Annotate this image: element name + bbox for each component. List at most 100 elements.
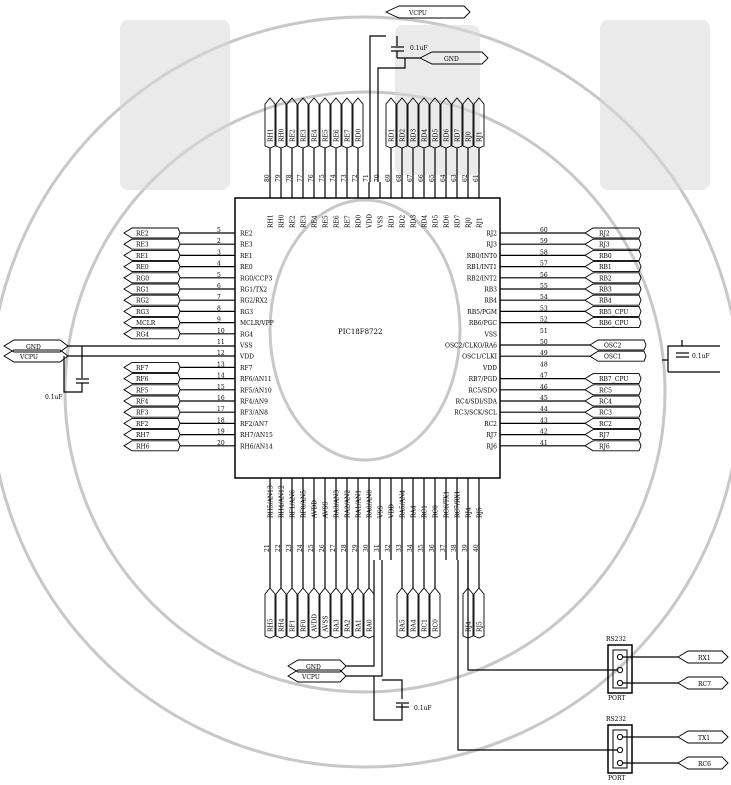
pin-top-64-tag-label: RD6 xyxy=(444,129,451,142)
pin-right-54-tag xyxy=(584,294,642,306)
pin-bottom-22-num: 22 xyxy=(275,544,282,552)
pin-right-54-name: RB4 xyxy=(484,298,497,305)
pin-top-79-tag xyxy=(275,97,287,149)
pin-bottom-39-num: 39 xyxy=(462,544,469,552)
pin-left-13-tag xyxy=(123,361,181,373)
watermark-pagoda-right xyxy=(600,20,710,190)
pin-left-10-tag-label: RG4 xyxy=(136,331,149,338)
pin-top-74-tag-label: RE6 xyxy=(334,129,341,142)
rs232-1-label: PORT xyxy=(608,695,625,702)
pin-bottom-28-name: RA2/AN2 xyxy=(345,490,352,518)
pin-top-76-num: 76 xyxy=(308,174,315,182)
pin-left-3-tag-label: RE1 xyxy=(136,253,149,260)
pin-top-61-num: 61 xyxy=(473,174,480,182)
pin-left-8-name: RG3 xyxy=(240,309,253,316)
pin-left-13-tag-label: RF7 xyxy=(136,365,149,372)
pin-top-79-name: RH0 xyxy=(279,214,286,228)
pin-bottom-34-tag-label: RA4 xyxy=(411,619,418,632)
pin-right-44-num: 44 xyxy=(540,406,548,413)
pin-top-66-num: 66 xyxy=(418,174,425,182)
pin-bottom-40-name: RJ5 xyxy=(477,507,484,518)
pin-bottom-27-num: 27 xyxy=(330,544,337,552)
pin-bottom-35-tag xyxy=(418,587,430,639)
net-tag-gnd-top: GND xyxy=(418,51,489,65)
pin-top-75-tag xyxy=(319,97,331,149)
pin-left-19-name: RH7/AN15 xyxy=(240,432,273,439)
pin-top-63-num: 63 xyxy=(451,174,458,182)
pin-bottom-28-tag-label: RA2 xyxy=(345,619,352,632)
pin-left-4-tag xyxy=(123,261,181,273)
pin-right-42-tag-label: RJ7 xyxy=(599,432,610,439)
pin-left-7-name: RG2/RX2 xyxy=(240,298,268,305)
pin-bottom-33-name: RA5/AN4 xyxy=(400,490,407,518)
pin-left-8-tag xyxy=(123,305,181,317)
pin-left-17-tag-label: RF3 xyxy=(136,410,149,417)
pin-right-46-name: RC5/SDO xyxy=(468,387,497,394)
pin-top-64-name: RD6 xyxy=(444,215,451,228)
pin-bottom-29-tag xyxy=(352,587,364,639)
pin-right-59-num: 59 xyxy=(540,238,548,245)
pin-top-65-num: 65 xyxy=(429,174,436,182)
pin-left-15-tag-label: RF5 xyxy=(136,387,149,394)
pin-top-61-name: RJ1 xyxy=(477,217,484,228)
watermark-pagoda-left xyxy=(120,20,230,190)
pin-top-62-name: RJ0 xyxy=(466,217,473,228)
pin-bottom-35-num: 35 xyxy=(418,544,425,552)
left-cap-value: 0.1uF xyxy=(45,394,63,401)
pin-bottom-21-tag xyxy=(264,587,276,639)
pin-top-73-tag-label: RE7 xyxy=(345,129,352,142)
pin-right-57-num: 57 xyxy=(540,261,548,268)
pin-right-43-num: 43 xyxy=(540,417,548,424)
pin-right-50-num: 50 xyxy=(540,339,548,346)
pin-bottom-25-name: AVDD xyxy=(312,500,319,519)
pin-left-16-tag-label: RF4 xyxy=(136,399,149,406)
pin-right-47-tag xyxy=(584,373,642,385)
svg-text:RX1: RX1 xyxy=(698,655,711,662)
pin-top-75-tag-label: RE5 xyxy=(323,129,330,142)
pin-bottom-21-tag-label: RH5 xyxy=(268,618,275,632)
pin-right-57-tag xyxy=(584,261,642,273)
pin-left-19-tag-label: RH7 xyxy=(136,432,150,439)
pin-left-15-name: RF5/AN10 xyxy=(240,387,272,394)
pin-bottom-32-name: VDD xyxy=(389,504,396,519)
pin-left-14-num: 14 xyxy=(217,373,225,380)
pin-bottom-38-num: 38 xyxy=(451,544,458,552)
pin-bottom-33-tag-label: RA5 xyxy=(400,619,407,632)
pin-left-17-name: RF3/AN8 xyxy=(240,410,268,417)
pin-top-75-name: RE5 xyxy=(323,215,330,228)
net-tag-rc6: RC6 xyxy=(677,756,729,770)
pin-right-49-name: OSC1/CLKI xyxy=(462,354,498,361)
pin-left-3-name: RE1 xyxy=(240,253,253,260)
pin-bottom-39-name: RJ4 xyxy=(466,507,473,518)
pin-left-12-num: 12 xyxy=(217,350,225,357)
pin-bottom-23-num: 23 xyxy=(286,544,293,552)
rs232-2-title: RS232 xyxy=(606,716,626,723)
pin-bottom-27-tag-label: RA3 xyxy=(334,619,341,632)
pin-bottom-28-num: 28 xyxy=(341,544,348,552)
pin-bottom-40-tag xyxy=(473,587,485,639)
pin-top-72-name: RD0 xyxy=(356,215,363,228)
pin-left-8-num: 8 xyxy=(217,305,221,312)
pin-left-10-num: 10 xyxy=(217,328,225,335)
pin-bottom-24-tag xyxy=(297,587,309,639)
pin-top-76-tag xyxy=(308,97,320,149)
pin-bottom-36-name: RC0 xyxy=(433,505,440,518)
pin-top-64-num: 64 xyxy=(440,174,447,182)
pin-left-17-num: 17 xyxy=(217,406,225,413)
pin-right-58-name: RB0/INT0 xyxy=(467,253,497,260)
pin-left-5-tag xyxy=(123,227,181,239)
pin-top-61-tag xyxy=(473,97,485,149)
pin-left-18-tag-label: RF2 xyxy=(136,421,149,428)
pin-top-76-tag-label: RE4 xyxy=(312,129,319,142)
pin-top-73-name: RE7 xyxy=(345,215,352,228)
pin-right-41-name: RJ6 xyxy=(486,443,497,450)
left-power-network: GND VCPU 0.1uF xyxy=(3,339,235,401)
pin-bottom-40-num: 40 xyxy=(473,544,480,552)
pin-bottom-30-num: 30 xyxy=(363,544,370,552)
pin-bottom-40-tag-label: RJ5 xyxy=(477,621,484,632)
svg-text:RC7: RC7 xyxy=(698,681,711,688)
pin-left-17-tag xyxy=(123,406,181,418)
pin-right-46-tag xyxy=(584,384,642,396)
pin-right-44-tag xyxy=(584,406,642,418)
pin-bottom-27-name: RA3/AN3 xyxy=(334,490,341,518)
